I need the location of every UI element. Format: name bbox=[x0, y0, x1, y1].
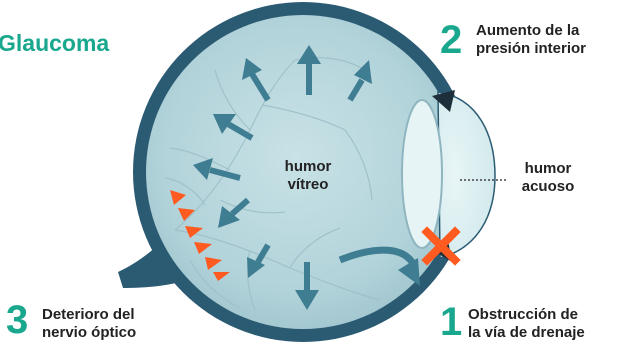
step-3-line1: Deterioro del bbox=[42, 306, 136, 324]
step-2-line2: presión interior bbox=[476, 40, 586, 58]
diagram-title: Glaucoma bbox=[0, 30, 109, 57]
step-2-label: Aumento de la presión interior bbox=[476, 22, 586, 58]
label-humor-acuoso-line1: humor bbox=[508, 160, 588, 178]
step-3-label: Deterioro del nervio óptico bbox=[42, 306, 136, 342]
label-humor-vitreo-line1: humor bbox=[268, 158, 348, 176]
step-1-number: 1 bbox=[440, 302, 462, 342]
step-1-line1: Obstrucción de bbox=[468, 306, 585, 324]
step-2-line1: Aumento de la bbox=[476, 22, 586, 40]
step-1-line2: la vía de drenaje bbox=[468, 324, 585, 342]
label-humor-vitreo: humor vítreo bbox=[268, 158, 348, 194]
label-humor-acuoso: humor acuoso bbox=[508, 160, 588, 196]
step-1-label: Obstrucción de la vía de drenaje bbox=[468, 306, 585, 342]
label-humor-acuoso-line2: acuoso bbox=[508, 178, 588, 196]
cornea bbox=[438, 92, 495, 258]
label-humor-vitreo-line2: vítreo bbox=[268, 176, 348, 194]
step-3-line2: nervio óptico bbox=[42, 324, 136, 342]
lens bbox=[402, 100, 442, 248]
step-3-number: 3 bbox=[6, 300, 28, 340]
step-2-number: 2 bbox=[440, 20, 462, 60]
